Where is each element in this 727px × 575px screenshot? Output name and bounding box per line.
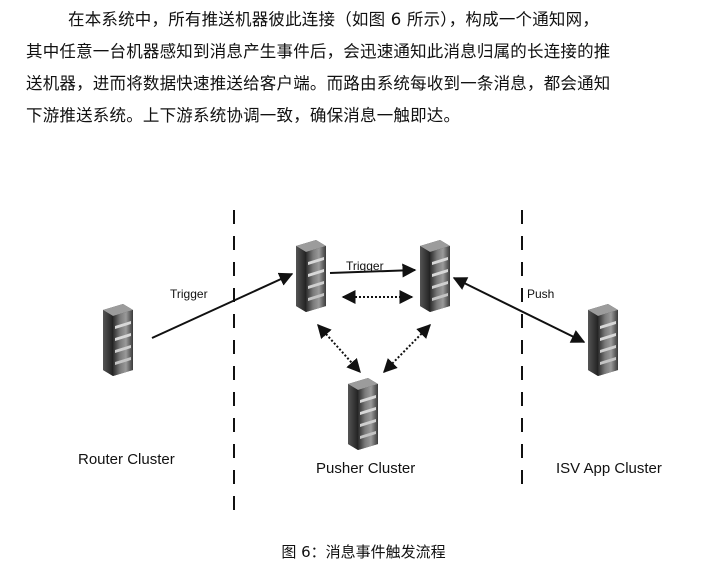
body-paragraph: 在本系统中，所有推送机器彼此连接（如图 6 所示），构成一个通知网， 其中任意一…: [26, 4, 716, 132]
router-cluster-label: Router Cluster: [78, 451, 175, 468]
pusher-link-left: [317, 323, 361, 374]
body-line-4: 下游推送系统。上下游系统协调一致，确保消息一触即达。: [26, 106, 461, 125]
body-line-1: 在本系统中，所有推送机器彼此连接（如图 6 所示），构成一个通知网，: [68, 10, 600, 29]
body-line-3: 送机器，进而将数据快速推送给客户端。而路由系统每收到一条消息，都会通知: [26, 74, 611, 93]
push-label: Push: [527, 287, 554, 301]
router-trigger-arrow: [151, 272, 294, 339]
router-trigger-label: Trigger: [170, 287, 208, 301]
pusher-trigger-label: Trigger: [346, 259, 384, 273]
push-arrow: [452, 277, 586, 343]
pusher-link-right: [383, 323, 431, 374]
pusher-cluster-label: Pusher Cluster: [316, 460, 415, 477]
pusher-server-icon-1: [296, 240, 326, 312]
isv-server-icon: [588, 304, 618, 376]
figure-caption: 图 6：消息事件触发流程: [281, 543, 446, 561]
pusher-server-icon-2: [420, 240, 450, 312]
pusher-server-icon-3: [348, 378, 378, 450]
body-line-2: 其中任意一台机器感知到消息产生事件后，会迅速通知此消息归属的长连接的推: [26, 42, 611, 61]
pusher-trigger-arrow: [329, 263, 417, 278]
router-server-icon: [103, 304, 133, 376]
isv-cluster-label: ISV App Cluster: [556, 460, 662, 477]
